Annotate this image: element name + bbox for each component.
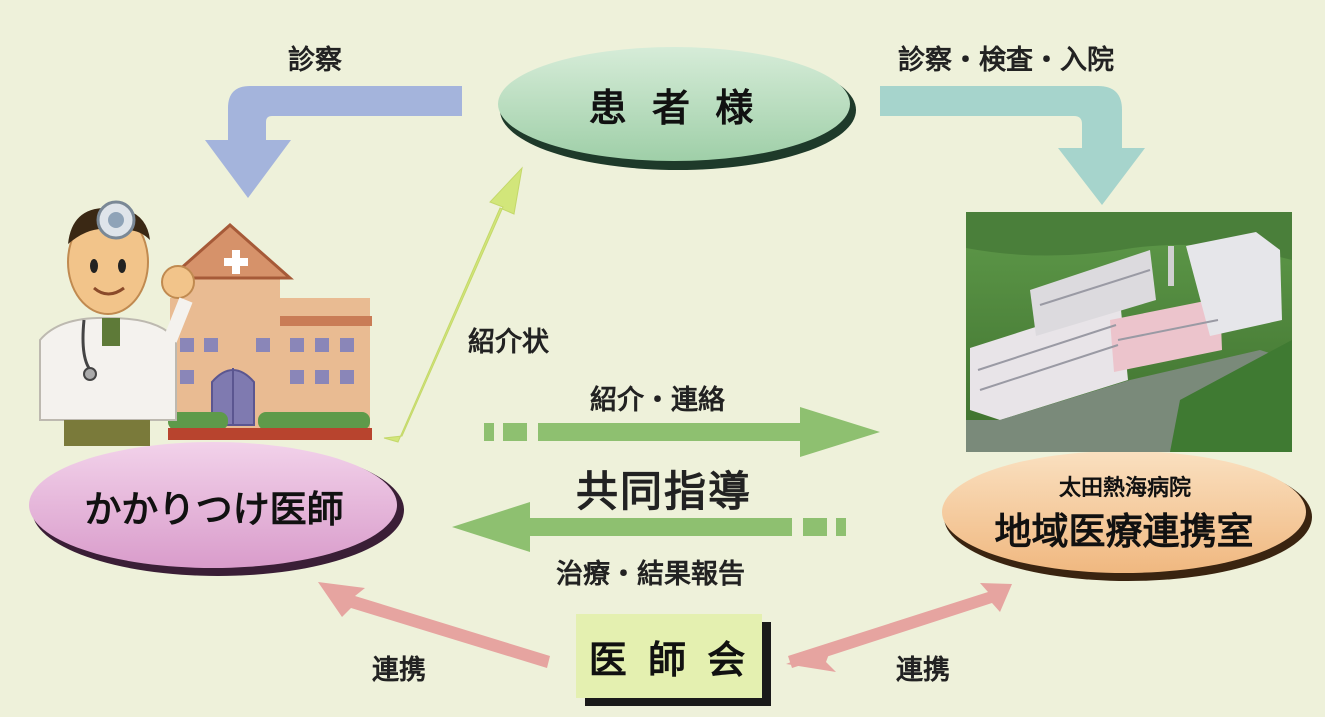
arrow-referral-letter xyxy=(383,166,523,443)
arrow-consult-exam-admit xyxy=(880,86,1145,205)
label-referral-contact: 紹介・連絡 xyxy=(590,385,725,416)
label-cooperation-left: 連携 xyxy=(372,655,426,686)
arrow-cooperation-left xyxy=(318,582,550,668)
patient-node xyxy=(498,47,856,170)
clinic-building-icon xyxy=(166,222,372,440)
label-joint-guidance: 共同指導 xyxy=(576,467,753,516)
hospital-node xyxy=(942,451,1312,581)
label-treatment-report: 治療・結果報告 xyxy=(556,559,745,590)
hospital-photo xyxy=(966,212,1292,452)
medical-association-label: 医 師 会 xyxy=(588,637,750,682)
doctor-illustration xyxy=(39,200,195,446)
label-consult: 診察 xyxy=(288,45,342,76)
hospital-dept-label: 地域医療連携室 xyxy=(994,510,1254,553)
arrow-consult xyxy=(205,86,462,198)
label-consult-exam-admit: 診察・検査・入院 xyxy=(898,45,1114,76)
medical-association-node xyxy=(576,614,771,706)
patient-label: 患 者 様 xyxy=(588,85,760,130)
family-doctor-label: かかりつけ医師 xyxy=(84,488,344,531)
arrow-treatment-report xyxy=(452,502,846,552)
label-cooperation-right: 連携 xyxy=(896,655,950,686)
arrow-referral-contact xyxy=(484,407,880,457)
arrow-cooperation-right xyxy=(786,583,1012,672)
label-referral-letter: 紹介状 xyxy=(468,327,549,358)
hospital-name-label: 太田熱海病院 xyxy=(1058,476,1191,501)
family-doctor-node xyxy=(29,442,404,576)
